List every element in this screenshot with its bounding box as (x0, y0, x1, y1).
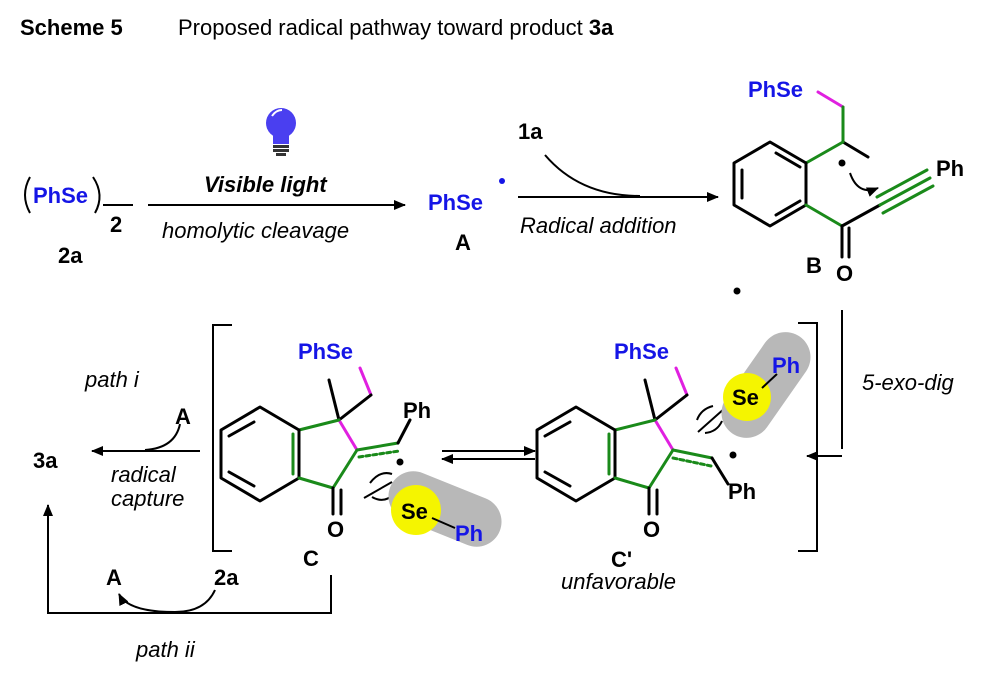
scheme-caption: Proposed radical pathway toward product … (178, 15, 614, 40)
label-C: C (303, 546, 319, 571)
arrow-path-ii (43, 504, 332, 614)
intermediate-C-prime: PhSe O Ph Se Ph C' unfavorable (535, 332, 811, 594)
diselenide-2a: PhSe 2 2a (24, 176, 133, 268)
B-phenyl: Ph (936, 156, 964, 181)
label-A: A (455, 230, 471, 255)
visible-light-label: Visible light (204, 172, 328, 197)
path-ii-A: A (106, 565, 122, 590)
product-3a: 3a (33, 448, 58, 473)
caption-text: Proposed radical pathway toward product (178, 15, 589, 40)
radical-capture-label-1: radical (111, 462, 177, 487)
label-1a: 1a (518, 119, 543, 144)
C-radical-dot (396, 458, 404, 466)
phse-text: PhSe (33, 183, 88, 208)
path-ii-2a: 2a (214, 565, 239, 590)
label-B: B (806, 253, 822, 278)
label-2a: 2a (58, 243, 83, 268)
B-radical-dot (838, 159, 846, 167)
scheme-label: Scheme 5 (20, 15, 123, 40)
radical-addition-label: Radical addition (520, 213, 677, 238)
homolytic-cleavage-label: homolytic cleavage (162, 218, 349, 243)
intermediate-B: PhSe O Ph B (732, 77, 964, 295)
curved-arrow-1a (544, 154, 641, 197)
path-i-label: path i (84, 367, 140, 392)
Cp-se: Se (732, 385, 759, 410)
B-phse: PhSe (748, 77, 803, 102)
path-ii-label: path ii (135, 637, 196, 662)
radical-dot (499, 178, 505, 184)
Cp-phse: PhSe (614, 339, 669, 364)
subscript-2: 2 (110, 212, 122, 237)
bracket-right (798, 322, 818, 552)
B-oxygen: O (836, 261, 853, 286)
Cp-ph2: Ph (772, 353, 800, 378)
C-se: Se (401, 499, 428, 524)
path-i-A: A (175, 404, 191, 429)
C-oxygen: O (327, 517, 344, 542)
C-phse: PhSe (298, 339, 353, 364)
bracket-left (212, 324, 232, 552)
radical-capture-label-2: capture (111, 486, 184, 511)
C-phenyl: Ph (403, 398, 431, 423)
Cp-phenyl: Ph (728, 479, 756, 504)
light-bulb-icon (266, 108, 296, 156)
unfavorable-note: unfavorable (561, 569, 676, 594)
intermediate-C: PhSe O Ph Se Ph C (219, 339, 502, 571)
C-ph2: Ph (455, 521, 483, 546)
caption-product: 3a (589, 15, 614, 40)
Cp-oxygen: O (643, 517, 660, 542)
curved-arrow-A (144, 423, 181, 451)
B-lone-dot (733, 287, 741, 295)
cyclization-label: 5-exo-dig (862, 370, 954, 395)
curved-arrow-chain (118, 589, 216, 614)
phse-radical: PhSe (428, 190, 483, 215)
label-C-prime: C' (611, 547, 632, 572)
Cp-radical-dot (729, 451, 737, 459)
